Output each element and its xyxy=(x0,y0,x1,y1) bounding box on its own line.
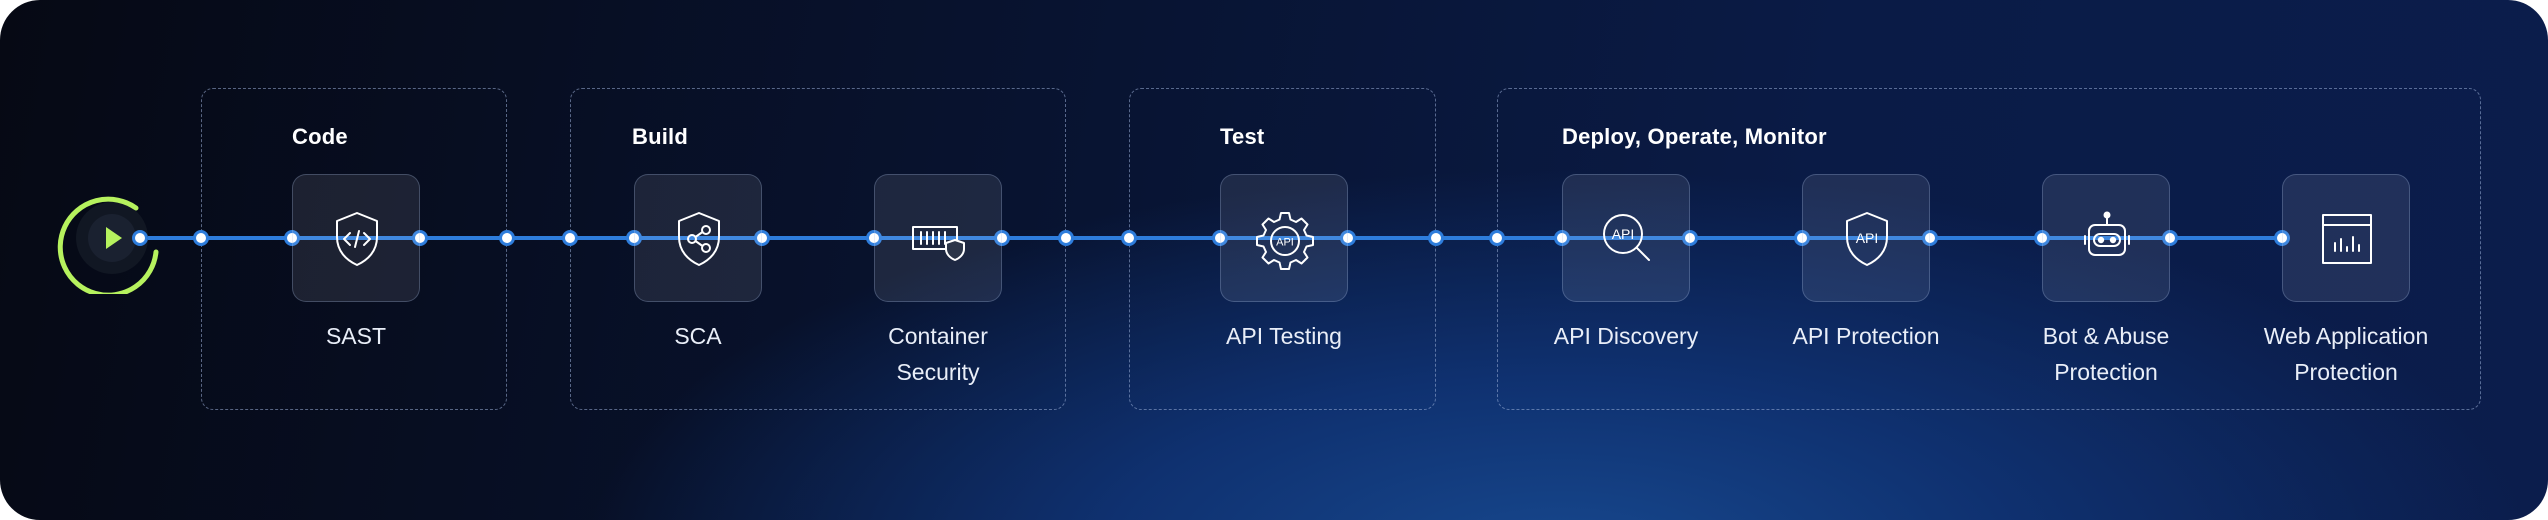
play-icon xyxy=(106,227,122,249)
api-gear-icon: API xyxy=(1256,212,1314,270)
connector-dot xyxy=(1922,230,1938,246)
step-api-testing-tile[interactable]: API xyxy=(1220,174,1348,302)
browser-chart-icon xyxy=(2322,214,2372,264)
step-sast-tile[interactable] xyxy=(292,174,420,302)
group-code xyxy=(201,88,507,410)
connector-dot xyxy=(2274,230,2290,246)
step-container-security-tile[interactable] xyxy=(874,174,1002,302)
svg-text:API: API xyxy=(1276,237,1294,249)
step-api-discovery-tile[interactable]: API xyxy=(1562,174,1690,302)
connector-dot xyxy=(866,230,882,246)
step-sca-tile[interactable] xyxy=(634,174,762,302)
share-shield-icon xyxy=(678,212,720,266)
connector-dot xyxy=(1058,230,1074,246)
robot-icon xyxy=(2084,211,2130,256)
connector-dot xyxy=(2034,230,2050,246)
group-test xyxy=(1129,88,1436,410)
connector-dot xyxy=(2162,230,2178,246)
connector-dot xyxy=(626,230,642,246)
group-deploy-operate-monitor xyxy=(1497,88,2481,410)
connector-dot xyxy=(193,230,209,246)
connector-dot xyxy=(1212,230,1228,246)
step-label-bot-abuse: Bot & Abuse Protection xyxy=(2042,323,2170,385)
svg-text:API: API xyxy=(1856,230,1879,246)
connector-dot xyxy=(1682,230,1698,246)
step-label-api-testing: API Testing xyxy=(1226,323,1342,349)
connector-dot xyxy=(284,230,300,246)
connector-dot xyxy=(754,230,770,246)
group-title-deploy: Deploy, Operate, Monitor xyxy=(1562,124,1827,149)
connector-dot xyxy=(1554,230,1570,246)
api-magnifier-icon: API xyxy=(1603,214,1650,261)
container-shield-icon xyxy=(912,226,965,261)
step-label-sast: SAST xyxy=(325,323,387,349)
step-label-api-discovery: API Discovery xyxy=(1553,323,1699,349)
group-title-test: Test xyxy=(1220,124,1265,149)
step-label-sca: SCA xyxy=(674,323,722,349)
svg-text:API: API xyxy=(1612,226,1635,242)
step-api-protection-tile[interactable]: API xyxy=(1802,174,1930,302)
connector-dot xyxy=(562,230,578,246)
group-title-build: Build xyxy=(632,124,688,149)
step-bot-abuse-tile[interactable] xyxy=(2042,174,2170,302)
step-label-container-security: Container Security xyxy=(888,323,988,385)
connector-dot xyxy=(1121,230,1137,246)
step-label-api-protection: API Protection xyxy=(1792,323,1940,349)
connector-dot xyxy=(132,230,148,246)
group-build xyxy=(570,88,1066,410)
connector-dot xyxy=(994,230,1010,246)
connector-dot xyxy=(499,230,515,246)
step-label-web-app-protection: Web Application Protection xyxy=(2263,323,2429,385)
connector-dot xyxy=(1489,230,1505,246)
code-shield-icon xyxy=(336,212,378,266)
api-shield-icon: API xyxy=(1846,212,1888,266)
connector-dot xyxy=(412,230,428,246)
connector-dot xyxy=(1428,230,1444,246)
connector-dot xyxy=(1340,230,1356,246)
connector-dot xyxy=(1794,230,1810,246)
pipeline-start-button[interactable] xyxy=(56,182,168,294)
group-title-code: Code xyxy=(292,124,348,149)
step-web-app-protection-tile[interactable] xyxy=(2282,174,2410,302)
